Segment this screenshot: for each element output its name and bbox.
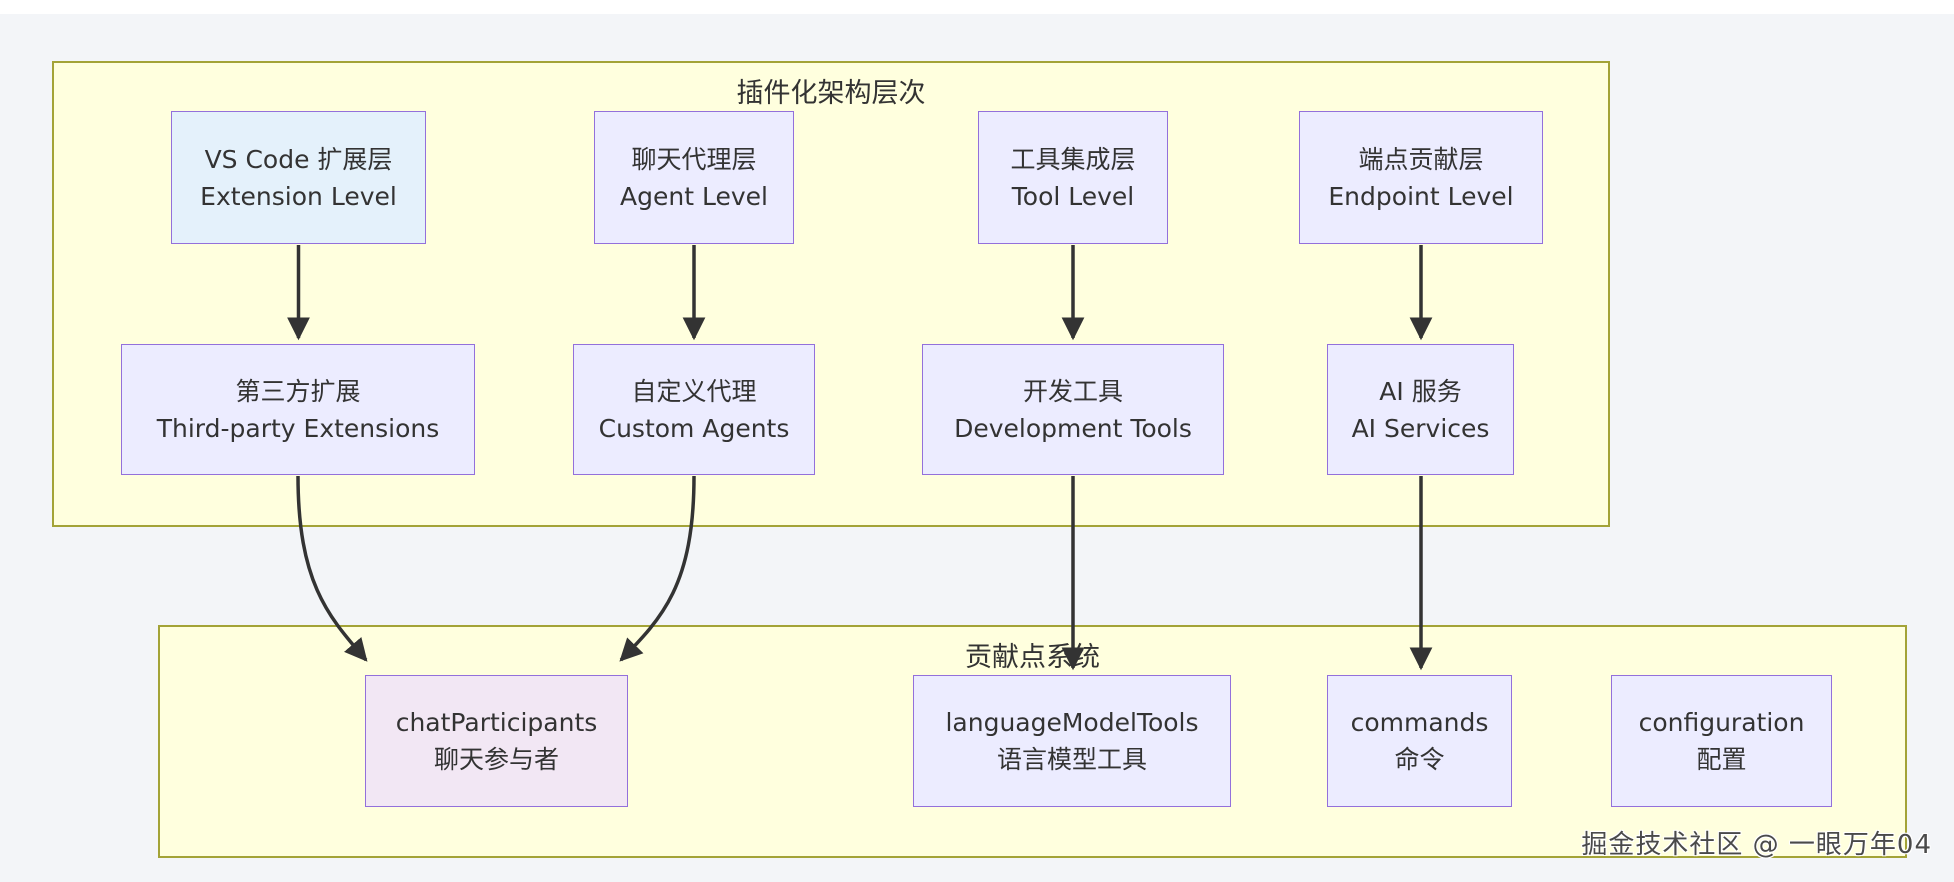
node-endpoint-contribution-level: 端点贡献层 Endpoint Level [1299,111,1543,244]
node-label-line: 自定义代理 [631,376,757,406]
top-strip [0,0,1954,14]
node-third-party-extensions: 第三方扩展 Third-party Extensions [121,344,475,475]
node-label-line: Development Tools [954,413,1192,443]
node-label-line: 第三方扩展 [235,376,361,406]
node-label-line: Endpoint Level [1328,181,1514,211]
node-development-tools: 开发工具 Development Tools [922,344,1224,475]
node-label-line: Tool Level [1011,181,1135,211]
node-label-line: Agent Level [620,181,768,211]
node-custom-agents: 自定义代理 Custom Agents [573,344,815,475]
node-configuration: configuration 配置 [1611,675,1832,807]
node-language-model-tools: languageModelTools 语言模型工具 [913,675,1231,807]
node-label-line: 开发工具 [1022,376,1123,406]
node-label-line: 配置 [1696,745,1747,774]
node-label-line: commands [1350,708,1489,737]
node-label-line: 端点贡献层 [1358,144,1484,174]
node-commands: commands 命令 [1327,675,1512,807]
node-label-line: 聊天参与者 [433,745,559,774]
node-label-line: Extension Level [200,181,397,211]
node-label-line: configuration [1638,708,1805,737]
cluster-contribution-points-title: 贡献点系统 [965,642,1100,673]
node-tool-integration-level: 工具集成层 Tool Level [978,111,1168,244]
node-label-line: 语言模型工具 [996,745,1147,774]
watermark: 掘金技术社区 @ 一眼万年04 [1581,830,1932,860]
node-chat-participants: chatParticipants 聊天参与者 [365,675,628,807]
node-label-line: 工具集成层 [1010,144,1136,174]
node-vscode-extension-level: VS Code 扩展层 Extension Level [171,111,426,244]
node-label-line: chatParticipants [395,708,598,737]
node-ai-services: AI 服务 AI Services [1327,344,1514,475]
node-label-line: languageModelTools [945,708,1199,737]
node-label-line: Third-party Extensions [156,413,440,443]
node-label-line: 聊天代理层 [631,144,757,174]
node-label-line: 命令 [1394,745,1445,774]
cluster-plugin-architecture-title: 插件化架构层次 [736,78,926,109]
node-label-line: AI 服务 [1379,376,1462,406]
node-label-line: VS Code 扩展层 [204,144,393,174]
node-label-line: AI Services [1351,413,1490,443]
node-chat-agent-level: 聊天代理层 Agent Level [594,111,794,244]
node-label-line: Custom Agents [598,413,790,443]
